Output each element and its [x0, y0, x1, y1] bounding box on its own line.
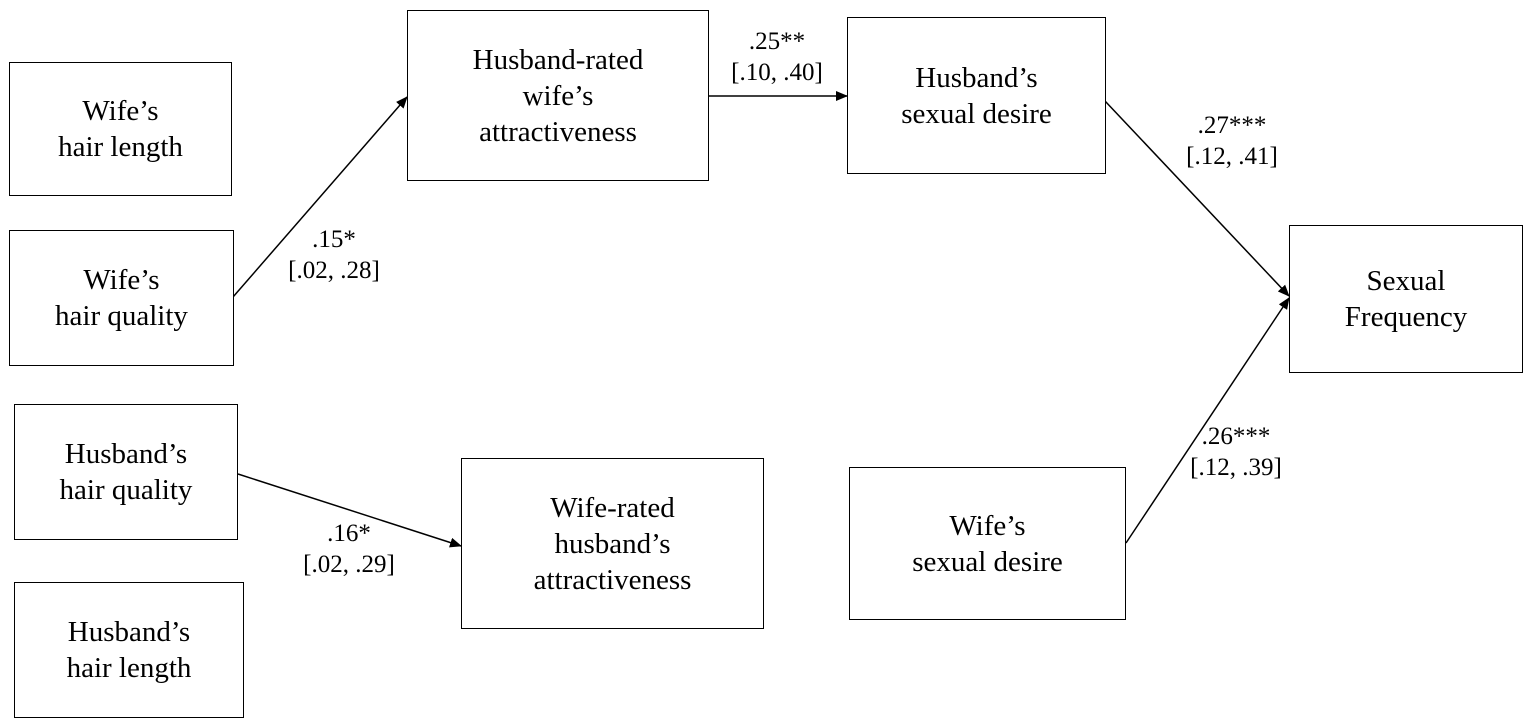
- node-label: sexual desire: [901, 97, 1052, 130]
- node-label: Wife’s: [83, 264, 160, 296]
- node-wife-hair-length: Wife’s hair length: [9, 62, 232, 196]
- node-label: hair quality: [59, 474, 193, 506]
- path-confidence-interval: [.10, .40]: [731, 59, 823, 86]
- node-husband-hair-quality: Husband’s hair quality: [14, 404, 238, 540]
- coef-wife-quality-to-husband-rated: .15* [.02, .28]: [276, 224, 392, 286]
- node-husband-hair-length: Husband’s hair length: [14, 582, 244, 718]
- node-husband-sexual-desire: Husband’s sexual desire: [847, 17, 1106, 174]
- arrow-husband-quality-to-wife-rated: [237, 473, 462, 548]
- node-label: attractiveness: [533, 563, 692, 596]
- node-label: Wife-rated: [550, 491, 675, 524]
- node-label: attractiveness: [479, 115, 637, 148]
- path-coefficient: .16*: [327, 520, 371, 547]
- path-coefficient: .26***: [1201, 423, 1271, 450]
- node-label: Wife’s: [82, 95, 159, 127]
- node-label: hair length: [66, 652, 192, 684]
- node-label: wife’s: [522, 79, 594, 112]
- arrow-wife-quality-to-husband-rated: [232, 96, 408, 298]
- path-coefficient: .27***: [1197, 112, 1267, 139]
- node-wife-hair-quality: Wife’s hair quality: [9, 230, 234, 366]
- node-husband-rated-wife-attractiveness: Husband-rated wife’s attractiveness: [407, 10, 709, 181]
- node-wife-rated-husband-attractiveness: Wife-rated husband’s attractiveness: [461, 458, 764, 629]
- arrow-husband-desire-to-frequency: [1104, 100, 1290, 297]
- node-label: Husband’s: [64, 438, 188, 470]
- node-label: Wife’s: [949, 509, 1026, 542]
- coef-husband-desire-to-frequency: .27*** [.12, .41]: [1170, 110, 1294, 172]
- node-label: hair length: [58, 131, 183, 163]
- path-confidence-interval: [.12, .39]: [1190, 454, 1282, 481]
- arrow-wife-desire-to-frequency: [1125, 297, 1290, 544]
- path-coefficient: .15*: [312, 226, 356, 253]
- coef-wife-desire-to-frequency: .26*** [.12, .39]: [1175, 421, 1297, 483]
- node-sexual-frequency: Sexual Frequency: [1289, 225, 1523, 373]
- path-confidence-interval: [.02, .28]: [288, 257, 380, 284]
- node-label: Frequency: [1344, 301, 1468, 333]
- node-label: Husband’s: [67, 616, 191, 648]
- node-wife-sexual-desire: Wife’s sexual desire: [849, 467, 1126, 620]
- path-confidence-interval: [.12, .41]: [1186, 143, 1278, 170]
- path-confidence-interval: [.02, .29]: [303, 551, 395, 578]
- node-label: sexual desire: [912, 545, 1063, 578]
- coef-husband-rated-to-husband-desire: .25** [.10, .40]: [718, 26, 836, 88]
- node-label: hair quality: [55, 300, 188, 332]
- path-coefficient: .25**: [748, 28, 806, 55]
- node-label: Sexual: [1366, 265, 1446, 297]
- node-label: husband’s: [554, 527, 671, 560]
- node-label: Husband’s: [915, 61, 1038, 94]
- coef-husband-quality-to-wife-rated: .16* [.02, .29]: [289, 518, 409, 580]
- node-label: Husband-rated: [472, 43, 644, 76]
